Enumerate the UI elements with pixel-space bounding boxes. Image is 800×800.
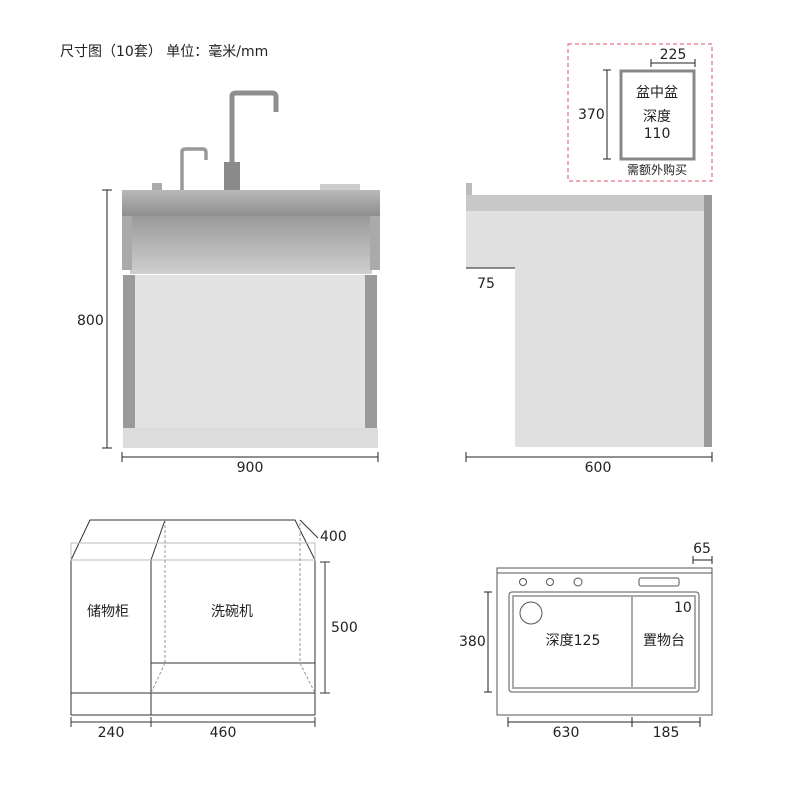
inset-note: 需额外购买	[626, 163, 688, 177]
page-title: 尺寸图（10套） 单位：毫米/mm	[60, 44, 269, 60]
cabinet-door	[135, 275, 365, 428]
small-faucet	[180, 147, 208, 190]
main-faucet	[229, 90, 279, 190]
inset-width-label: 225	[659, 47, 687, 63]
countertop	[122, 190, 380, 216]
front-view	[102, 90, 380, 462]
basin	[130, 216, 372, 274]
inset-height-label: 370	[578, 107, 605, 123]
basin-depth-label: 深度125	[545, 633, 601, 649]
front-height-label: 800	[77, 313, 104, 329]
sink-height-label: 380	[459, 634, 486, 650]
edge-label: 65	[693, 541, 711, 557]
inset-depth-title: 深度	[643, 109, 671, 125]
inset-name: 盆中盆	[636, 85, 678, 101]
sink-top-view	[484, 556, 713, 727]
inset-basin	[567, 43, 713, 182]
inset-depth-value: 110	[643, 126, 671, 142]
step-label: 10	[674, 600, 692, 616]
side-view	[465, 183, 713, 462]
basin-width-label: 630	[552, 725, 580, 741]
cabinet-height-label: 500	[331, 620, 358, 636]
cabinet-depth-label: 400	[320, 529, 347, 545]
side-depth-label: 600	[584, 460, 612, 476]
shelf-width-label: 185	[652, 725, 680, 741]
storage-cabinet-label: 储物柜	[87, 604, 129, 620]
dishwasher-width-label: 460	[209, 725, 237, 741]
cabinet-3d-view	[70, 519, 330, 727]
overhang-label: 75	[477, 276, 495, 292]
storage-width-label: 240	[97, 725, 125, 741]
shelf-label: 置物台	[643, 633, 685, 649]
front-width-label: 900	[236, 460, 264, 476]
dishwasher-label: 洗碗机	[211, 604, 253, 620]
